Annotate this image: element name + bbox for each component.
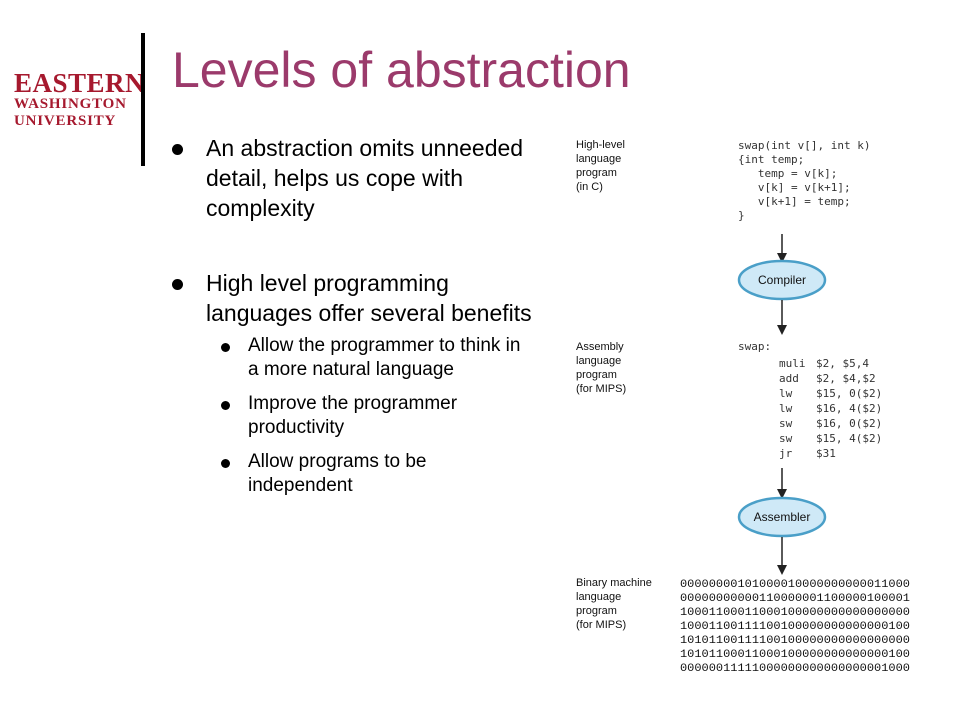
asm-label-swap: swap:	[738, 340, 771, 353]
sub-bullet-text: Allow the programmer to think in a more …	[248, 335, 521, 380]
bullet-list: An abstraction omits unneeded detail, he…	[172, 133, 532, 508]
sub-bullet-icon	[221, 401, 230, 410]
asm-op: sw	[779, 417, 793, 430]
title-divider	[141, 33, 145, 166]
sub-bullet-icon	[221, 459, 230, 468]
sub-bullet-text: Improve the programmer productivity	[248, 393, 458, 438]
asm-args: $16, 4($2)	[816, 402, 882, 415]
asm-args: $2, $5,4	[816, 357, 869, 370]
compiler-label: Compiler	[758, 273, 806, 287]
assembler-label: Assembler	[754, 510, 811, 524]
bullet-item: High level programming languages offer s…	[172, 268, 532, 498]
bullet-item: An abstraction omits unneeded detail, he…	[172, 133, 532, 223]
binary-line: 00000000000110000001100000100001	[680, 593, 910, 605]
c-source-code: swap(int v[], int k) {int temp; temp = v…	[570, 130, 904, 222]
sub-bullet-item: Allow the programmer to think in a more …	[206, 334, 532, 382]
binary-line: 10001100011000100000000000000000	[680, 607, 910, 619]
binary-line: 10101100011000100000000000000100	[680, 649, 910, 661]
asm-args: $15, 0($2)	[816, 387, 882, 400]
asm-args: $15, 4($2)	[816, 432, 882, 445]
sub-bullet-list: Allow the programmer to think in a more …	[206, 334, 532, 498]
asm-op: lw	[779, 387, 793, 400]
bullet-icon	[172, 279, 183, 290]
sub-bullet-text: Allow programs to be independent	[248, 451, 427, 496]
binary-line: 10101100111100100000000000000000	[680, 635, 910, 647]
bullet-icon	[172, 144, 183, 155]
compiler-oval	[737, 259, 827, 301]
label-assembly: Assembly language program (for MIPS)	[576, 341, 627, 395]
abstraction-diagram: High-level language program (in C) swap(…	[570, 130, 910, 675]
assembly-code: muli $2, $5,4 add $2, $4,$2 lw $15, 0($2…	[779, 357, 882, 460]
sub-bullet-item: Improve the programmer productivity	[206, 392, 532, 440]
university-logo: EASTERN WASHINGTON UNIVERSITY	[14, 68, 146, 130]
asm-op: add	[779, 372, 799, 385]
binary-machine-code: 00000000101000010000000000011000 0000000…	[680, 579, 910, 675]
asm-op: lw	[779, 402, 793, 415]
sub-bullet-icon	[221, 343, 230, 352]
asm-args: $31	[816, 447, 836, 460]
bullet-text: An abstraction omits unneeded detail, he…	[206, 135, 524, 221]
asm-args: $16, 0($2)	[816, 417, 882, 430]
bullet-text: High level programming languages offer s…	[206, 270, 532, 326]
logo-line-washington: WASHINGTON	[14, 96, 127, 112]
slide-title: Levels of abstraction	[172, 42, 631, 98]
logo-line-eastern: EASTERN	[14, 68, 146, 98]
binary-line: 00000011111000000000000000001000	[680, 663, 910, 675]
sub-bullet-item: Allow programs to be independent	[206, 450, 532, 498]
logo-line-university: UNIVERSITY	[14, 113, 117, 129]
asm-op: sw	[779, 432, 793, 445]
assembler-oval	[737, 496, 827, 538]
asm-op: jr	[779, 447, 793, 460]
label-binary: Binary machine language program (for MIP…	[576, 577, 655, 631]
label-high-level: High-level language program (in C)	[576, 139, 628, 193]
asm-op: muli	[779, 357, 806, 370]
binary-line: 10001100111100100000000000000100	[680, 621, 910, 633]
binary-line: 00000000101000010000000000011000	[680, 579, 910, 591]
asm-args: $2, $4,$2	[816, 372, 876, 385]
